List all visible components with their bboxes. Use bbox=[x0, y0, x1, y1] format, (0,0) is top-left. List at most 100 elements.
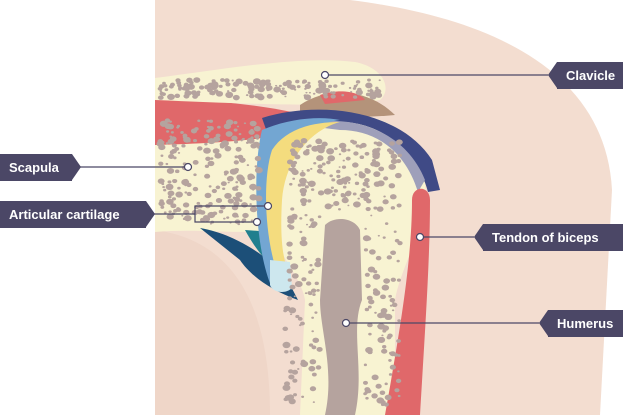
bone-texture-dot bbox=[395, 378, 402, 384]
bone-texture-dot bbox=[211, 188, 217, 194]
bone-texture-dot bbox=[380, 294, 386, 300]
bone-texture-dot bbox=[287, 296, 293, 301]
bone-texture-dot bbox=[379, 311, 387, 318]
bone-texture-dot bbox=[288, 369, 294, 374]
bone-texture-dot bbox=[309, 359, 317, 365]
bone-texture-dot bbox=[293, 88, 297, 91]
bone-texture-dot bbox=[326, 160, 331, 165]
bone-texture-dot bbox=[300, 192, 307, 197]
bone-texture-dot bbox=[381, 400, 386, 404]
bone-texture-dot bbox=[347, 148, 351, 152]
bone-texture-dot bbox=[344, 191, 352, 197]
bone-texture-dot bbox=[311, 372, 317, 377]
bone-texture-dot bbox=[286, 255, 293, 261]
humerus-marrow bbox=[320, 218, 362, 415]
bone-texture-dot bbox=[372, 288, 378, 293]
bone-texture-dot bbox=[370, 161, 377, 167]
bone-texture-dot bbox=[231, 79, 234, 82]
bone-texture-dot bbox=[378, 79, 381, 82]
bone-texture-dot bbox=[301, 170, 304, 172]
bone-texture-dot bbox=[203, 134, 210, 139]
bone-texture-dot bbox=[347, 204, 350, 207]
bone-texture-dot bbox=[249, 93, 255, 99]
bone-texture-dot bbox=[215, 149, 219, 152]
bone-texture-dot bbox=[391, 309, 395, 312]
bone-texture-dot bbox=[311, 316, 314, 319]
bone-texture-dot bbox=[333, 84, 338, 88]
bone-texture-dot bbox=[350, 139, 355, 144]
bone-texture-dot bbox=[157, 178, 165, 184]
bone-texture-dot bbox=[236, 125, 240, 128]
bone-texture-dot bbox=[316, 288, 320, 292]
bone-texture-dot bbox=[312, 401, 315, 403]
bone-texture-dot bbox=[297, 316, 303, 321]
bone-texture-dot bbox=[237, 154, 244, 160]
bone-texture-dot bbox=[254, 165, 258, 168]
bone-texture-dot bbox=[288, 225, 295, 230]
bone-texture-dot bbox=[317, 164, 323, 169]
bone-texture-dot bbox=[233, 160, 239, 165]
bone-texture-dot bbox=[227, 176, 234, 182]
bone-texture-dot bbox=[397, 370, 400, 373]
bone-texture-dot bbox=[308, 365, 316, 372]
bone-texture-dot bbox=[292, 160, 298, 165]
bone-texture-dot bbox=[334, 147, 338, 151]
bone-texture-dot bbox=[283, 397, 289, 402]
bone-texture-dot bbox=[376, 141, 383, 147]
bone-texture-dot bbox=[206, 119, 210, 123]
bone-texture-dot bbox=[382, 325, 390, 331]
bone-texture-dot bbox=[227, 198, 235, 204]
bone-texture-dot bbox=[367, 78, 371, 82]
bone-texture-dot bbox=[300, 197, 308, 204]
bone-texture-dot bbox=[311, 345, 317, 350]
bone-texture-dot bbox=[368, 332, 372, 336]
bone-texture-dot bbox=[377, 234, 380, 237]
bone-texture-dot bbox=[327, 84, 333, 88]
bone-texture-dot bbox=[290, 263, 299, 270]
bone-texture-dot bbox=[363, 248, 369, 252]
bone-texture-dot bbox=[168, 210, 172, 214]
bone-texture-dot bbox=[314, 281, 319, 286]
bone-texture-dot bbox=[210, 157, 214, 160]
bone-texture-dot bbox=[167, 195, 172, 199]
bone-texture-dot bbox=[241, 137, 245, 141]
bone-texture-dot bbox=[204, 142, 208, 146]
bone-texture-dot bbox=[164, 123, 172, 130]
synovial-fluid bbox=[270, 260, 292, 292]
bone-texture-dot bbox=[170, 131, 174, 134]
bone-texture-dot bbox=[173, 137, 177, 140]
bone-texture-dot bbox=[289, 182, 293, 186]
bone-texture-dot bbox=[326, 148, 335, 155]
bone-texture-dot bbox=[315, 257, 322, 263]
bone-texture-dot bbox=[388, 359, 392, 362]
bone-texture-dot bbox=[171, 143, 177, 148]
bone-texture-dot bbox=[265, 81, 272, 87]
bone-texture-dot bbox=[227, 181, 230, 184]
bone-texture-dot bbox=[359, 155, 365, 160]
bone-texture-dot bbox=[365, 396, 369, 400]
bone-texture-dot bbox=[372, 153, 380, 160]
bone-texture-dot bbox=[352, 87, 357, 90]
bone-texture-dot bbox=[382, 199, 389, 205]
bone-texture-dot bbox=[181, 214, 184, 217]
bone-texture-dot bbox=[160, 205, 165, 209]
bone-texture-dot bbox=[345, 156, 351, 161]
bone-texture-dot bbox=[233, 167, 240, 172]
bone-texture-dot bbox=[159, 90, 163, 93]
bone-texture-dot bbox=[220, 181, 227, 187]
bone-texture-dot bbox=[390, 158, 398, 164]
bone-texture-dot bbox=[367, 89, 371, 92]
bone-texture-dot bbox=[364, 178, 370, 183]
bone-texture-dot bbox=[362, 181, 369, 187]
bone-texture-dot bbox=[301, 259, 305, 262]
bone-texture-dot bbox=[254, 156, 262, 162]
bone-texture-dot bbox=[340, 193, 345, 197]
bone-texture-dot bbox=[366, 389, 372, 394]
bone-texture-dot bbox=[354, 173, 358, 176]
bone-texture-dot bbox=[207, 138, 216, 145]
bone-texture-dot bbox=[247, 84, 255, 90]
bone-texture-dot bbox=[252, 189, 255, 191]
bone-texture-dot bbox=[225, 131, 233, 137]
bone-texture-dot bbox=[193, 77, 201, 83]
